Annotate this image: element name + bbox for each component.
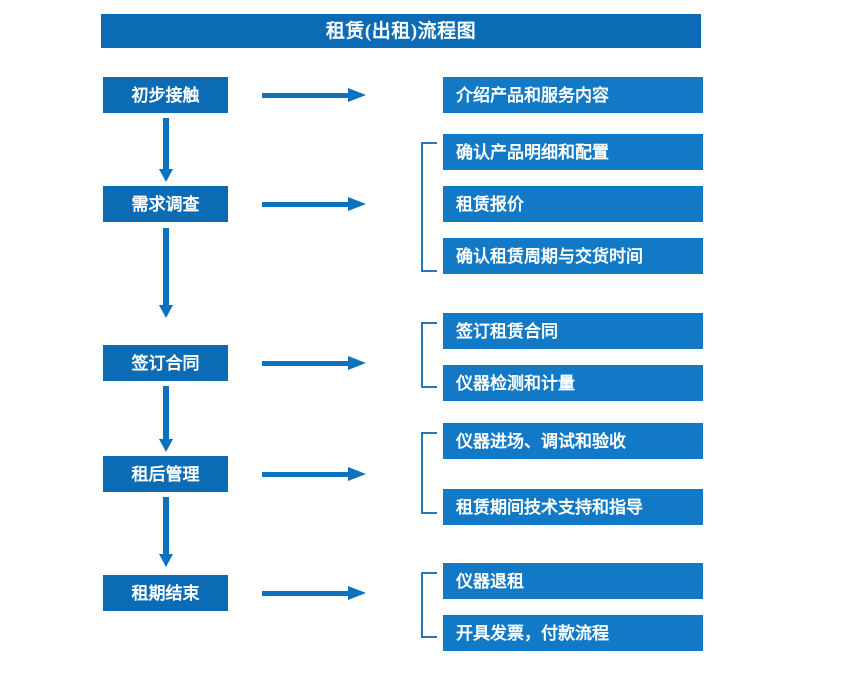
arrow-shaft	[262, 93, 350, 98]
arrow-shaft	[262, 202, 350, 207]
detail-box-2-3[interactable]: 确认租赁周期与交货时间	[443, 238, 703, 274]
arrow-head	[348, 88, 366, 102]
arrow-down-icon-1	[159, 118, 173, 182]
arrow-down-icon-2	[159, 228, 173, 318]
detail-box-4-1[interactable]: 仪器进场、调试和验收	[443, 423, 703, 459]
stage-box-3[interactable]: 签订合同	[103, 345, 228, 381]
detail-box-4-2[interactable]: 租赁期间技术支持和指导	[443, 489, 703, 525]
arrow-head	[159, 439, 173, 452]
arrow-head	[159, 305, 173, 318]
arrow-right-icon-5	[262, 586, 366, 600]
detail-box-5-2[interactable]: 开具发票，付款流程	[443, 615, 703, 651]
arrow-shaft	[163, 386, 169, 439]
arrow-shaft	[262, 361, 350, 366]
detail-box-3-2[interactable]: 仪器检测和计量	[443, 365, 703, 401]
arrow-right-icon-3	[262, 356, 366, 370]
stage-box-2[interactable]: 需求调查	[103, 186, 228, 222]
arrow-right-icon-2	[262, 197, 366, 211]
arrow-shaft	[163, 118, 169, 169]
stage-box-4[interactable]: 租后管理	[103, 456, 228, 492]
stage-box-1[interactable]: 初步接触	[103, 77, 228, 113]
group-bracket-5	[421, 572, 437, 638]
arrow-head	[348, 197, 366, 211]
stage-box-5[interactable]: 租期结束	[103, 575, 228, 611]
arrow-down-icon-4	[159, 497, 173, 567]
arrow-down-icon-3	[159, 386, 173, 452]
arrow-head	[159, 169, 173, 182]
flowchart-title: 租赁(出租)流程图	[101, 14, 701, 48]
group-bracket-4	[421, 432, 437, 514]
detail-box-2-1[interactable]: 确认产品明细和配置	[443, 134, 703, 170]
arrow-right-icon-1	[262, 88, 366, 102]
arrow-shaft	[163, 497, 169, 554]
arrow-shaft	[262, 591, 350, 596]
arrow-shaft	[262, 472, 350, 477]
detail-box-2-2[interactable]: 租赁报价	[443, 186, 703, 222]
arrow-head	[348, 586, 366, 600]
arrow-head	[348, 467, 366, 481]
arrow-right-icon-4	[262, 467, 366, 481]
group-bracket-3	[421, 322, 437, 388]
arrow-shaft	[163, 228, 169, 305]
detail-box-5-1[interactable]: 仪器退租	[443, 563, 703, 599]
arrow-head	[348, 356, 366, 370]
arrow-head	[159, 554, 173, 567]
detail-box-1-1[interactable]: 介绍产品和服务内容	[443, 77, 703, 113]
group-bracket-2	[421, 142, 437, 272]
detail-box-3-1[interactable]: 签订租赁合同	[443, 313, 703, 349]
